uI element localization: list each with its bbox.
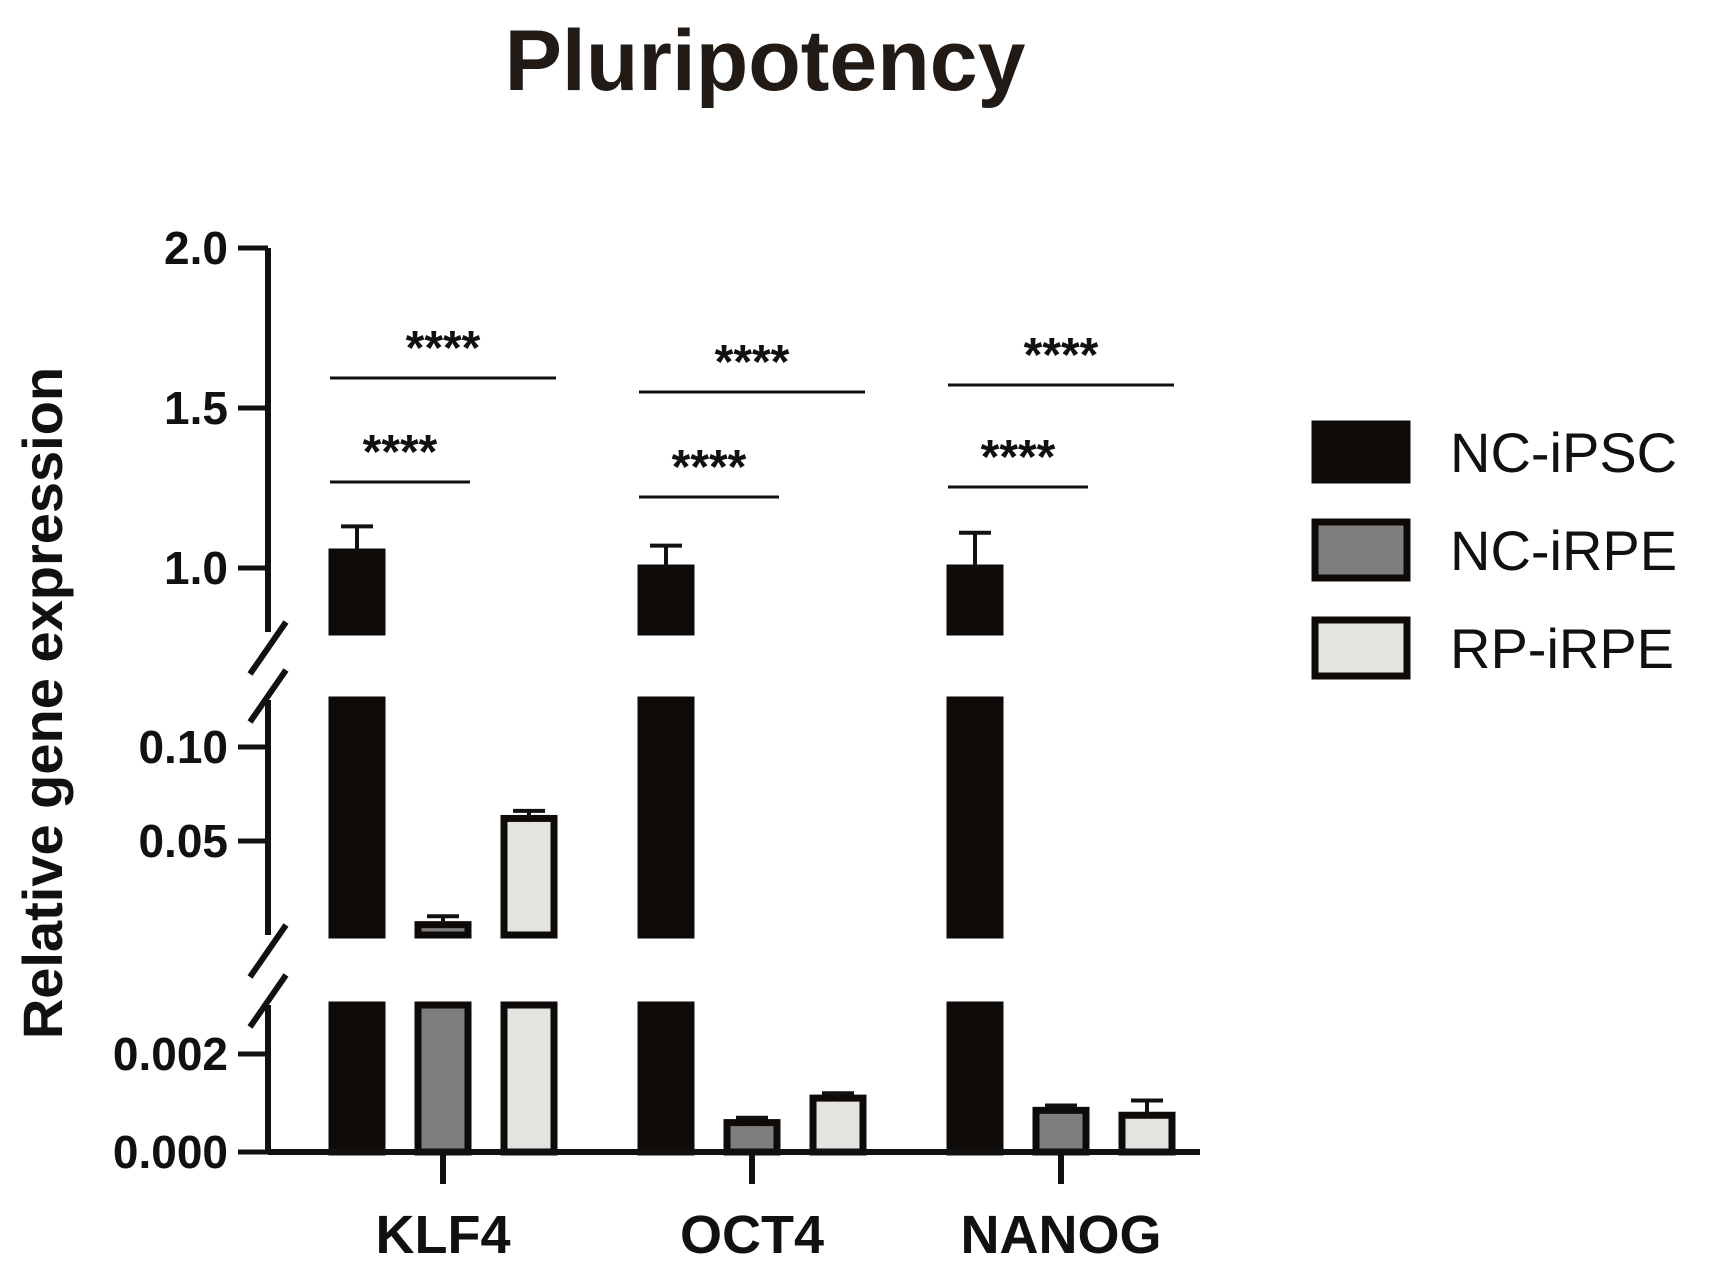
x-category-label: KLF4 [376,1205,511,1265]
bar [637,564,695,636]
legend-swatch [1311,518,1411,582]
x-category-label: OCT4 [680,1205,824,1265]
y-tick-label: 1.5 [164,382,228,434]
bar [946,696,1004,939]
bar [500,1001,558,1156]
bar [946,1001,1004,1156]
bar [637,696,695,939]
bar [1032,1106,1090,1156]
bar [328,548,386,636]
significance-marker: **** [1024,329,1099,382]
y-tick-label: 2.0 [164,222,228,274]
y-tick-label: 1.0 [164,542,228,594]
y-tick-label: 0.002 [113,1028,228,1080]
significance-marker: **** [672,441,747,494]
bars [328,524,1176,1156]
y-tick-label: 0.10 [138,721,228,773]
axis-break-mark [247,973,289,1029]
chart-title: Pluripotency [505,13,1026,109]
significance-marker: **** [715,336,790,389]
bar [1118,1111,1176,1156]
y-tick-label: 0.05 [138,815,228,867]
significance-marker: **** [981,431,1056,484]
significance-marker: **** [406,322,481,375]
bar [500,814,558,939]
bar [414,921,472,939]
axis-break-mark [247,620,289,676]
significance-annotations: **** **** **** **** **** **** [330,322,1174,499]
bar [809,1094,867,1156]
legend-label: RP-iRPE [1450,617,1674,680]
x-axis: KLF4 OCT4 NANOG [268,1149,1200,1265]
legend-swatch [1311,616,1411,680]
legend-label: NC-iRPE [1450,519,1677,582]
y-tick-label: 0.000 [113,1126,228,1178]
bar [723,1119,781,1156]
axis-break-mark [247,668,289,724]
legend-label: NC-iPSC [1450,421,1677,484]
bar [637,1001,695,1156]
bar [328,1001,386,1156]
y-axis-label: Relative gene expression [11,367,74,1039]
axis-break-mark [247,923,289,979]
significance-marker: **** [363,426,438,479]
bar [946,564,1004,636]
bar [328,696,386,939]
y-axis: 0.000 0.002 0.05 0.10 1.0 1.5 2.0 [113,222,289,1178]
legend: NC-iPSC NC-iRPE RP-iRPE [1311,420,1677,680]
legend-swatch [1311,420,1411,484]
x-category-label: NANOG [961,1205,1162,1265]
bar [414,1001,472,1156]
